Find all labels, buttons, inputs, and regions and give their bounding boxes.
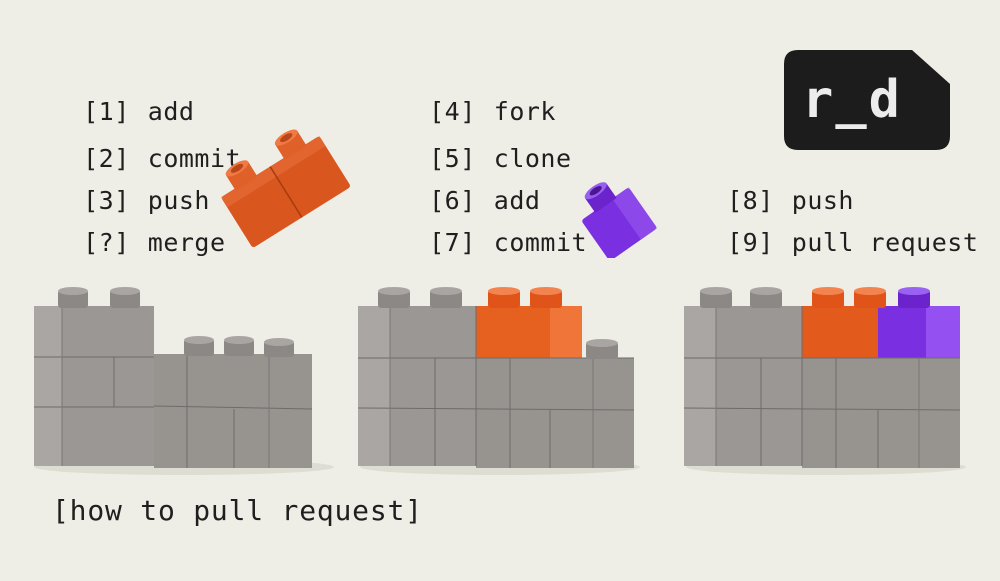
step-label: clone: [493, 144, 572, 173]
step-label: fork: [493, 97, 556, 126]
logo-text: r_d: [802, 70, 902, 130]
step-1: [1] add: [52, 74, 194, 124]
step-number: [2]: [83, 144, 130, 173]
brick-wall-upstream: [24, 282, 334, 482]
step-9: [9] pull request: [696, 205, 978, 255]
step-label: merge: [147, 228, 226, 257]
step-label: commit: [147, 144, 242, 173]
step-number: [6]: [429, 186, 476, 215]
step-label: push: [791, 186, 854, 215]
logo-badge-shape: [784, 50, 950, 150]
step-label: pull request: [791, 228, 979, 257]
floating-orange-brick-icon: [214, 122, 359, 252]
step-3: [3] push: [52, 163, 210, 213]
step-4: [4] fork: [398, 74, 556, 124]
page-caption: [how to pull request]: [52, 494, 423, 527]
step-number: [4]: [429, 97, 476, 126]
step-number: [?]: [83, 228, 130, 257]
floating-purple-brick-icon: [566, 168, 666, 258]
step-7: [7] commit: [398, 205, 587, 255]
step-number: [8]: [727, 186, 774, 215]
step-label: add: [493, 186, 541, 215]
brick-wall-merged: [350, 282, 650, 482]
step-number: [7]: [429, 228, 476, 257]
step-label: add: [147, 97, 195, 126]
step-merge: [?] merge: [52, 205, 226, 255]
step-number: [9]: [727, 228, 774, 257]
brand-logo: r_d: [784, 50, 950, 150]
step-2: [2] commit: [52, 121, 241, 171]
step-5: [5] clone: [398, 121, 572, 171]
step-number: [5]: [429, 144, 476, 173]
step-number: [3]: [83, 186, 130, 215]
step-6: [6] add: [398, 163, 540, 213]
step-8: [8] push: [696, 163, 854, 213]
step-label: push: [147, 186, 210, 215]
brick-wall-pull-request: [676, 282, 976, 482]
step-number: [1]: [83, 97, 130, 126]
step-label: commit: [493, 228, 588, 257]
